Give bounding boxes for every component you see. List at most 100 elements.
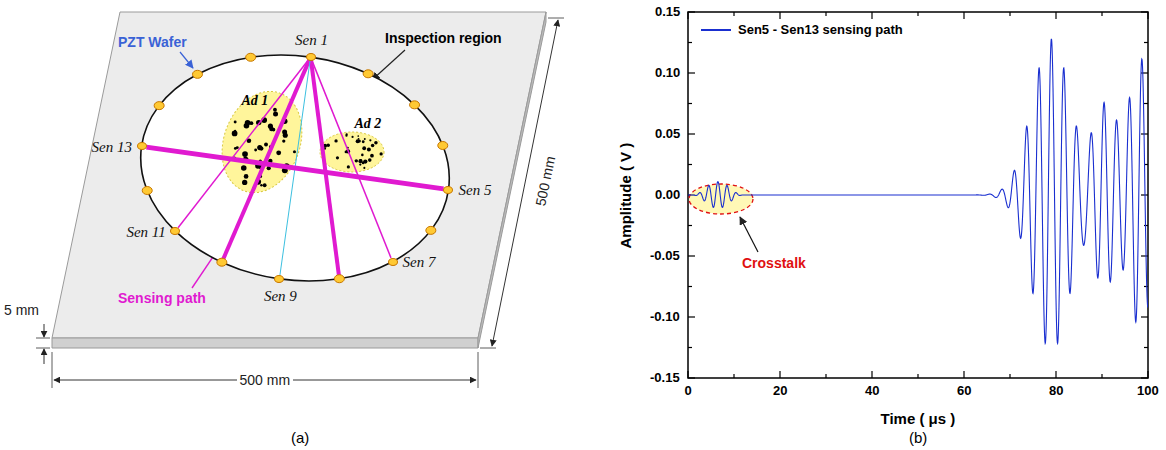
damage-dot [363,159,367,163]
damage-label: Ad 1 [242,93,269,109]
dimension: 5 mm [4,302,39,318]
axis-tick [1147,12,1148,19]
sensor-label: Sen 13 [92,139,132,156]
damage-dot [260,184,263,187]
sensor-label: Sen 5 [458,182,491,199]
damage-dot [359,163,361,165]
axis-tick [871,371,872,378]
damage-dot [368,158,372,162]
path-label: Sensing path [118,290,206,306]
pzt-sensor: Sen 11 [170,227,180,235]
axis-tick [688,11,695,12]
damage-dot [359,159,362,162]
damage-dot [269,127,274,132]
legend-line [701,29,731,31]
dimension: 500 mm [532,155,558,208]
axis-tick [963,371,964,378]
damage-dot [379,152,382,155]
part-label: PZT Wafer [118,34,187,50]
damage-dot [364,138,366,140]
axis-tick [687,12,688,19]
damage-dot [370,154,374,158]
axis-tick [688,347,692,348]
damage-dot [363,167,365,169]
damage-dot [336,156,339,159]
axis-title: Amplitude ( V ) [617,142,634,248]
axis-tick [1101,374,1102,378]
damage-dot [273,108,277,112]
damage-dot [276,150,281,155]
axis-tick [917,374,918,378]
damage-dot [244,123,250,129]
damage-dot [362,146,366,150]
damage-dot [293,150,296,153]
axis-tick [963,12,964,19]
leader-line [372,50,405,80]
damage-dot [371,144,375,148]
sensing-path [312,61,391,258]
tick-label: 40 [865,384,879,399]
axis-tick [688,133,695,134]
axis-title: Time ( μs ) [881,410,956,427]
dimension-line [492,20,558,346]
sensor-label: Sen 7 [403,254,436,271]
panel-label: (b) [909,429,927,446]
pzt-wafer [217,258,227,266]
axis-tick [1144,42,1148,43]
extension-line [548,18,564,19]
damage-dot [234,147,237,150]
pzt-wafer [192,70,202,78]
axis-tick [871,12,872,19]
sensing-path [178,60,308,227]
legend-text: Sen5 - Sen13 sensing path [738,22,903,37]
axis-tick [688,72,695,73]
sensing-path [311,57,340,279]
pzt-wafer [142,187,152,195]
damage-dot [282,139,285,142]
tick-label: -0.15 [650,371,680,386]
axis-tick [1144,286,1148,287]
axis-tick [688,255,695,256]
extension-line [480,348,496,349]
pzt-wafer [154,102,164,110]
tick-label: 0.10 [655,66,680,81]
axis-tick [779,371,780,378]
pzt-wafer [334,275,344,283]
damage-dot [234,120,237,123]
plate-top [52,12,546,338]
pzt-sensor: Sen 13 [137,142,147,150]
damage-dot [351,136,353,138]
inspection-region [126,36,464,301]
legend-swatch [700,25,732,35]
dimension: 500 mm [237,372,294,388]
damage-dot [355,159,358,162]
damage-area [320,132,384,172]
damage-dot [334,139,337,142]
damage-dot [232,131,238,137]
signal-trace [688,39,1148,343]
damage-dot [374,141,378,145]
sensor-label: Sen 11 [126,224,165,241]
axis-tick [733,374,734,378]
axis-tick [1141,255,1148,256]
damage-dot [326,143,330,147]
extension-line [36,338,50,339]
extension-line [52,352,53,388]
axis-tick [687,371,688,378]
damage-dot [241,165,247,171]
extension-line [478,352,479,388]
annotation: Crosstalk [742,255,806,271]
axis-tick [688,316,695,317]
damage-dot [358,159,362,163]
axis-tick [733,12,734,16]
axis-tick [688,225,692,226]
damage-dot [234,130,236,132]
damage-label: Ad 2 [355,116,382,132]
pzt-sensor: Sen 1 [306,53,316,61]
damage-dot [242,151,248,157]
tick-label: 100 [1137,384,1159,399]
damage-dot [263,183,267,187]
